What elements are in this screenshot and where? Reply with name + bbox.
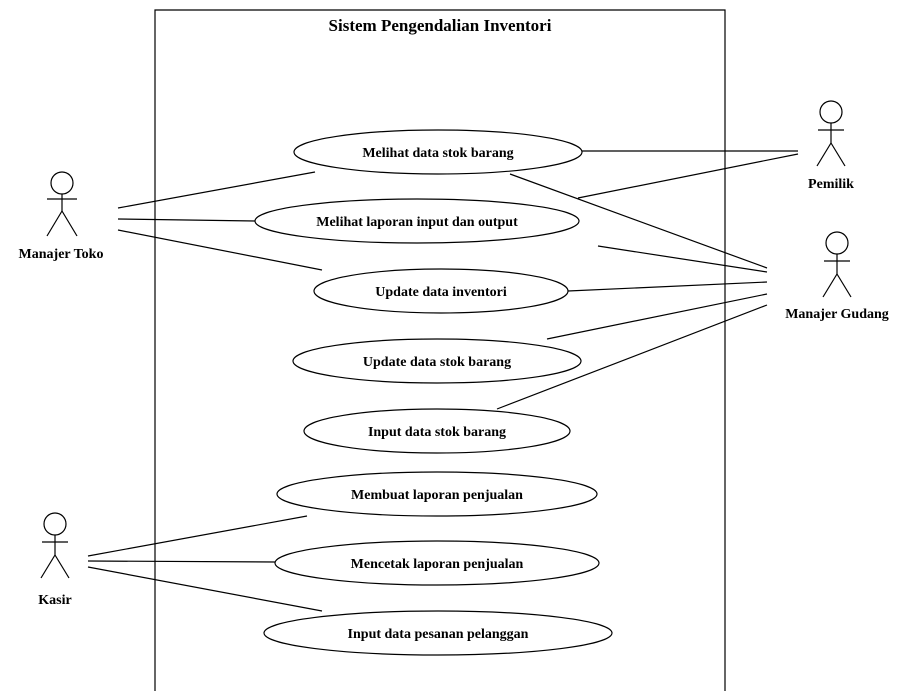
- use-case-update-inventori: Update data inventori: [313, 268, 569, 314]
- use-case-input-stok: Input data stok barang: [303, 408, 571, 454]
- use-case-mencetak-laporan: Mencetak laporan penjualan: [274, 540, 600, 586]
- use-case-melihat-stok: Melihat data stok barang: [293, 129, 583, 175]
- use-case-label: Update data stok barang: [363, 355, 511, 370]
- use-case-label: Melihat data stok barang: [362, 146, 513, 161]
- actor-manajer-gudang: Manajer Gudang: [785, 231, 889, 322]
- use-cases: Melihat data stok barang Melihat laporan…: [254, 129, 613, 656]
- assoc-kasir-input-pesanan: [87, 566, 323, 612]
- assoc-kasir-membuat-laporan: [87, 515, 308, 557]
- system-title: Sistem Pengendalian Inventori: [329, 16, 552, 35]
- use-case-update-stok: Update data stok barang: [292, 338, 582, 384]
- actor-pemilik: Pemilik: [808, 100, 854, 192]
- actor-label: Kasir: [38, 593, 71, 608]
- assoc-manajer-gudang-update-inventori: [567, 281, 768, 292]
- use-case-label: Input data pesanan pelanggan: [348, 627, 529, 642]
- actor-label: Pemilik: [808, 177, 854, 192]
- assoc-manajer-toko-melihat-stok: [117, 171, 316, 209]
- assoc-manajer-gudang-melihat-stok: [509, 173, 768, 269]
- use-case-melihat-laporan: Melihat laporan input dan output: [254, 198, 580, 244]
- actor-label: Manajer Gudang: [785, 307, 889, 322]
- assoc-pemilik-melihat-laporan: [577, 153, 799, 199]
- assoc-kasir-mencetak-laporan: [87, 560, 277, 563]
- use-case-input-pesanan: Input data pesanan pelanggan: [263, 610, 613, 656]
- assoc-manajer-toko-update-inventori: [117, 229, 323, 271]
- assoc-manajer-gudang-input-stok: [496, 304, 768, 410]
- stick-figure-icon: [816, 100, 846, 167]
- assoc-manajer-gudang-update-stok: [546, 293, 768, 340]
- use-case-label: Mencetak laporan penjualan: [351, 557, 524, 572]
- stick-figure-icon: [822, 231, 852, 298]
- system-boundary-box: [154, 9, 726, 691]
- actor-kasir: Kasir: [38, 512, 72, 608]
- system-boundary: Sistem Pengendalian Inventori: [154, 9, 726, 691]
- use-case-label: Melihat laporan input dan output: [316, 215, 518, 230]
- associations: [87, 150, 799, 612]
- assoc-manajer-toko-melihat-laporan: [117, 218, 258, 222]
- stick-figure-icon: [40, 512, 70, 579]
- actor-label: Manajer Toko: [19, 247, 104, 262]
- use-case-membuat-laporan: Membuat laporan penjualan: [276, 471, 598, 517]
- stick-figure-icon: [46, 171, 78, 237]
- use-case-label: Membuat laporan penjualan: [351, 488, 523, 503]
- assoc-manajer-gudang-melihat-laporan: [597, 245, 768, 273]
- use-case-label: Input data stok barang: [368, 425, 506, 440]
- use-case-label: Update data inventori: [375, 285, 507, 300]
- actor-manajer-toko: Manajer Toko: [19, 171, 104, 262]
